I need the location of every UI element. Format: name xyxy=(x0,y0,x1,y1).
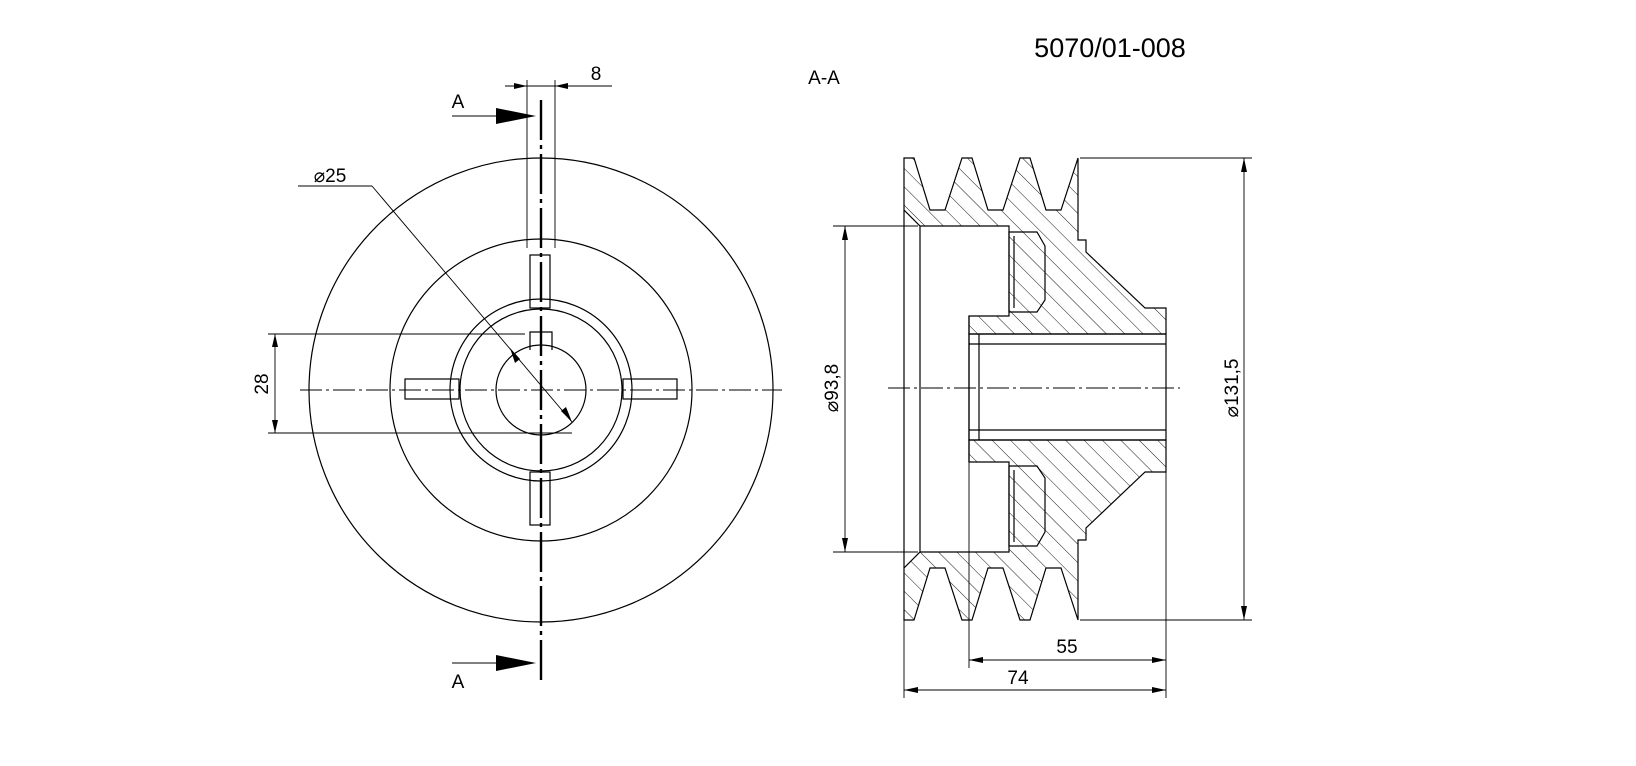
dim-keyway-width: 8 xyxy=(591,64,602,85)
section-label: A-A xyxy=(808,68,840,89)
drawing-number: 5070/01-008 xyxy=(1034,33,1186,63)
dim-93-arrow-top xyxy=(842,226,848,240)
dim-55-arrow-left xyxy=(969,657,983,663)
dim-outer-diameter: ⌀131,5 xyxy=(1222,359,1243,418)
dim-131-arrow-top xyxy=(1241,158,1247,172)
dim-28-arrow-top xyxy=(272,334,278,347)
dim-bore-diameter: ⌀25 xyxy=(314,166,347,187)
dim-total-length: 74 xyxy=(1007,668,1029,689)
dim-25-leader xyxy=(371,185,573,423)
cut-marker-bottom-label: A xyxy=(452,672,465,693)
dim-74-arrow-right xyxy=(1152,687,1166,693)
cut-marker-top-label: A xyxy=(452,92,465,113)
dim-8-arrow-left xyxy=(514,83,527,89)
section-top-half xyxy=(903,157,1167,335)
section-top-recess xyxy=(1008,231,1046,313)
front-view: A A 8 ⌀25 28 xyxy=(252,64,782,693)
section-view: A-A ⌀93,8 ⌀131,5 xyxy=(808,68,1252,698)
rib-right xyxy=(622,378,678,400)
dim-25-arrow-start xyxy=(510,348,520,363)
dim-hub-length: 55 xyxy=(1056,637,1077,658)
dim-25-arrow-end xyxy=(561,407,572,422)
cut-arrow-top-head xyxy=(496,108,536,124)
dim-28-arrow-bottom xyxy=(272,420,278,433)
dim-55-arrow-right xyxy=(1152,657,1166,663)
dim-8-arrow-right xyxy=(555,83,568,89)
section-bottom-half xyxy=(903,439,1167,621)
dim-131-arrow-bottom xyxy=(1241,606,1247,620)
dim-93-arrow-bottom xyxy=(842,538,848,552)
dim-inner-diameter: ⌀93,8 xyxy=(822,364,843,412)
cut-arrow-bottom-head xyxy=(496,655,536,671)
dim-hub-offset: 28 xyxy=(252,373,273,394)
section-bottom-recess xyxy=(1008,465,1046,547)
section-bore xyxy=(968,333,1167,441)
dim-74-arrow-left xyxy=(904,687,918,693)
rib-left xyxy=(404,378,460,400)
